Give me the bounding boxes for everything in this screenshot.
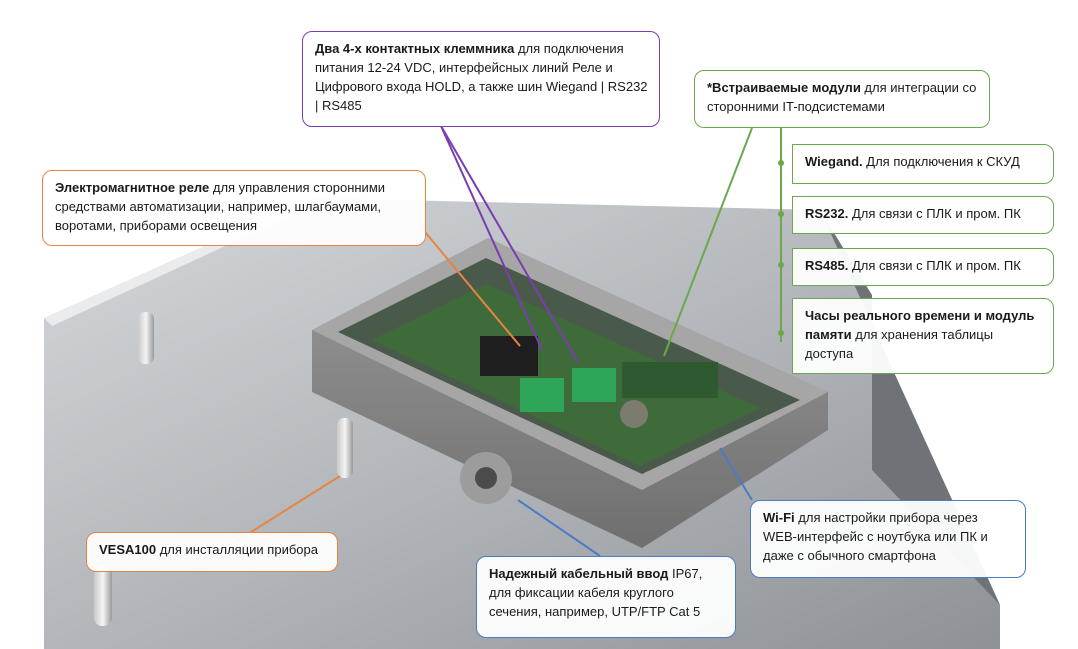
module-board xyxy=(622,362,718,398)
callout-vesa-title: VESA100 xyxy=(99,542,157,557)
callout-modules-text: для интеграции со сторонними IT-подсисте… xyxy=(707,80,977,114)
callout-rs232: RS232. Для связи с ПЛК и пром. ПК xyxy=(792,196,1054,234)
callout-rs232-text: Для связи с ПЛК и пром. ПК xyxy=(848,206,1021,221)
callout-cable-title: Надежный кабельный ввод xyxy=(489,566,669,581)
callout-lines xyxy=(231,125,753,557)
callout-cable-text: IP67, для фиксации кабеля круглого сечен… xyxy=(489,566,703,619)
trunk-dot-rtc xyxy=(778,330,784,336)
callout-rs485-text: Для связи с ПЛК и пром. ПК xyxy=(848,258,1021,273)
callout-wiegand-title: Wiegand. xyxy=(805,154,863,169)
callout-rtc: Часы реального времени и модуль памяти д… xyxy=(792,298,1054,374)
vesa-stud-3 xyxy=(94,566,112,626)
trunk-dot-wiegand xyxy=(778,160,784,166)
callout-wifi-text: для настройки прибора через WEB-интерфей… xyxy=(763,510,988,563)
terminal-block-1 xyxy=(520,378,564,412)
callout-vesa-text: для инсталляции прибора xyxy=(156,542,318,557)
callout-relay: Электромагнитное реле для управления сто… xyxy=(42,170,426,246)
callout-rtc-title: Часы реального времени и модуль памяти xyxy=(805,308,1035,342)
callout-rtc-text: для хранения таблицы доступа xyxy=(805,327,994,361)
callout-rs485: RS485. Для связи с ПЛК и пром. ПК xyxy=(792,248,1054,286)
capacitor xyxy=(620,400,648,428)
callout-cable: Надежный кабельный ввод IP67, для фиксац… xyxy=(476,556,736,638)
vesa-stud-1 xyxy=(138,312,154,364)
callout-terminals: Два 4-х контактных клеммника для подключ… xyxy=(302,31,660,127)
callout-rs232-title: RS232. xyxy=(805,206,849,221)
trunk-dot-rs485 xyxy=(778,262,784,268)
callout-terminals-text: для подключения питания 12-24 VDC, интер… xyxy=(315,41,648,113)
callout-vesa: VESA100 для инсталляции прибора xyxy=(86,532,338,572)
callout-wifi-title: Wi-Fi xyxy=(763,510,795,525)
callout-wiegand-text: Для подключения к СКУД xyxy=(862,154,1020,169)
callout-modules-title: *Встраиваемые модули xyxy=(707,80,861,95)
callout-rs485-title: RS485. xyxy=(805,258,849,273)
enclosure xyxy=(312,238,828,548)
callout-relay-text: для управления сторонними средствами авт… xyxy=(55,180,386,233)
trunk-dot-rs232 xyxy=(778,211,784,217)
modules-trunk-line xyxy=(780,128,782,342)
callout-terminals-title: Два 4-х контактных клеммника xyxy=(315,41,515,56)
callout-modules: *Встраиваемые модули для интеграции со с… xyxy=(694,70,990,128)
callout-wiegand: Wiegand. Для подключения к СКУД xyxy=(792,144,1054,184)
pcb-board xyxy=(372,284,760,466)
vesa-stud-2 xyxy=(337,418,353,478)
callout-wifi: Wi-Fi для настройки прибора через WEB-ин… xyxy=(750,500,1026,578)
relay-block xyxy=(480,336,538,376)
terminal-block-2 xyxy=(572,368,616,402)
callout-relay-title: Электромагнитное реле xyxy=(55,180,210,195)
